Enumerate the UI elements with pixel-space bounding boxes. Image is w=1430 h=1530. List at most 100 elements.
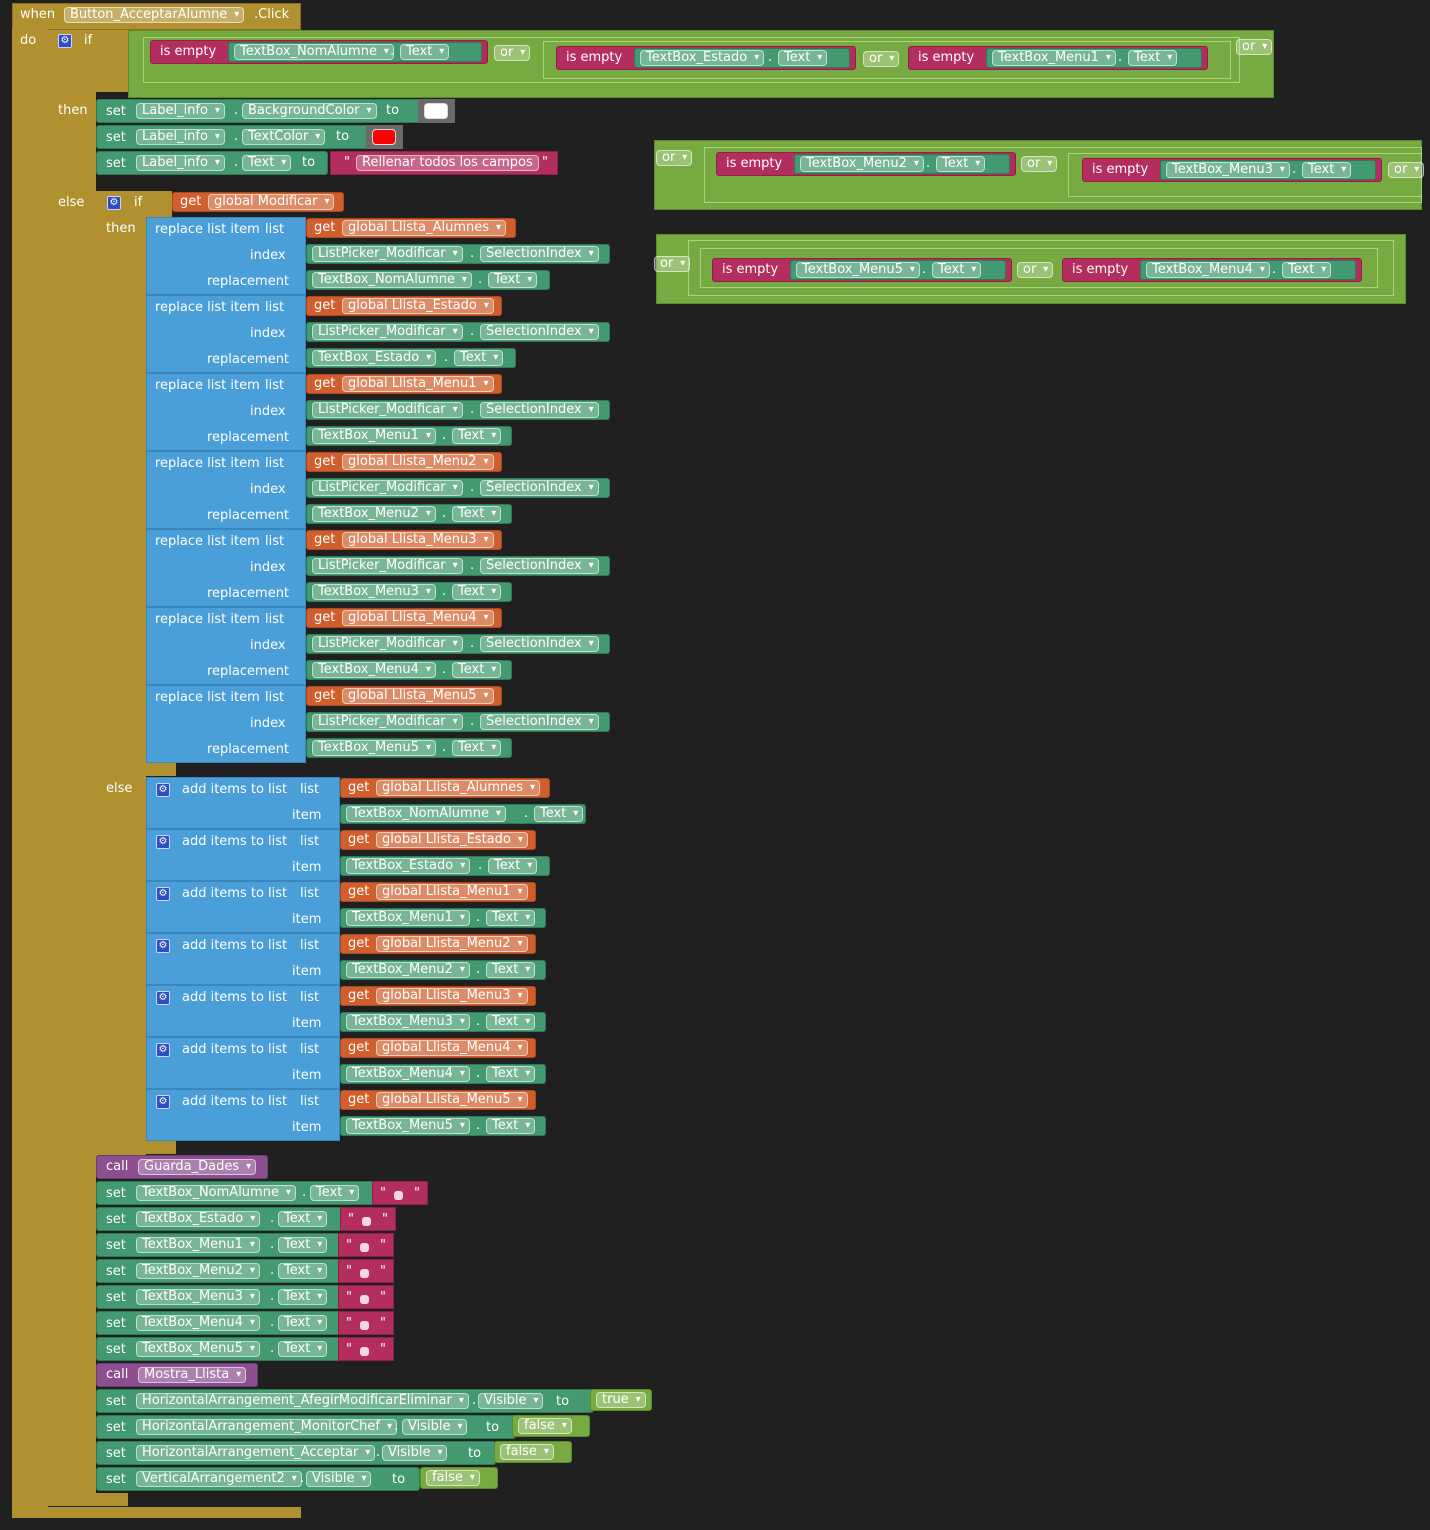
property-dropdown[interactable]: Text bbox=[278, 1289, 328, 1305]
component-dropdown[interactable]: TextBox_Menu5 bbox=[136, 1341, 260, 1357]
add-items-to-list-block[interactable] bbox=[146, 1089, 340, 1141]
event-do-spine[interactable] bbox=[12, 28, 48, 1518]
add-items-to-list-block[interactable] bbox=[146, 777, 340, 829]
property-dropdown[interactable]: SelectionIndex bbox=[480, 636, 599, 652]
component-dropdown[interactable]: TextBox_Menu5 bbox=[796, 262, 920, 278]
property-dropdown[interactable]: Text bbox=[310, 1185, 360, 1201]
variable-dropdown[interactable]: global Llista_Menu4 bbox=[376, 1040, 528, 1056]
property-dropdown[interactable]: SelectionIndex bbox=[480, 558, 599, 574]
component-dropdown[interactable]: TextBox_Menu2 bbox=[800, 156, 924, 172]
or-dropdown[interactable]: or bbox=[1388, 162, 1425, 178]
component-dropdown[interactable]: TextBox_Menu2 bbox=[312, 506, 436, 522]
replace-list-item-block[interactable] bbox=[146, 451, 306, 529]
component-dropdown[interactable]: TextBox_Menu5 bbox=[312, 740, 436, 756]
property-dropdown[interactable]: Text bbox=[452, 506, 502, 522]
component-dropdown[interactable]: TextBox_Menu4 bbox=[312, 662, 436, 678]
component-dropdown[interactable]: TextBox_Menu5 bbox=[346, 1118, 470, 1134]
component-dropdown[interactable]: ListPicker_Modificar bbox=[312, 246, 463, 262]
component-dropdown[interactable]: ListPicker_Modificar bbox=[312, 480, 463, 496]
property-dropdown[interactable]: Text bbox=[486, 962, 536, 978]
mutator-gear-icon[interactable]: ⚙ bbox=[156, 1043, 170, 1057]
add-items-to-list-block[interactable] bbox=[146, 881, 340, 933]
add-items-to-list-block[interactable] bbox=[146, 933, 340, 985]
procedure-dropdown[interactable]: Guarda_Dades bbox=[138, 1159, 257, 1175]
component-dropdown[interactable]: TextBox_NomAlumne bbox=[346, 806, 506, 822]
property-dropdown[interactable]: Text bbox=[534, 806, 584, 822]
property-dropdown[interactable]: Visible bbox=[478, 1393, 544, 1409]
variable-dropdown[interactable]: global Llista_Menu1 bbox=[342, 376, 494, 392]
component-dropdown[interactable]: TextBox_Menu4 bbox=[1146, 262, 1270, 278]
if-block-spine[interactable] bbox=[48, 92, 96, 1505]
component-dropdown[interactable]: TextBox_Menu3 bbox=[1166, 162, 1290, 178]
or-dropdown[interactable]: or bbox=[1236, 39, 1273, 55]
replace-list-item-block[interactable] bbox=[146, 685, 306, 763]
boolean-dropdown[interactable]: false bbox=[426, 1470, 480, 1486]
component-dropdown[interactable]: Label_info bbox=[136, 129, 225, 145]
boolean-dropdown[interactable]: false bbox=[500, 1444, 554, 1460]
property-dropdown[interactable]: Text bbox=[452, 662, 502, 678]
property-dropdown[interactable]: Text bbox=[778, 50, 828, 66]
inner-if-spine[interactable] bbox=[96, 217, 146, 1157]
property-dropdown[interactable]: Text bbox=[1128, 50, 1178, 66]
component-dropdown[interactable]: TextBox_Menu2 bbox=[136, 1263, 260, 1279]
component-dropdown[interactable]: TextBox_Menu3 bbox=[312, 584, 436, 600]
property-dropdown[interactable]: Text bbox=[486, 910, 536, 926]
or-dropdown[interactable]: or bbox=[494, 45, 531, 61]
mutator-gear-icon[interactable]: ⚙ bbox=[58, 34, 72, 48]
variable-dropdown[interactable]: global Llista_Menu3 bbox=[376, 988, 528, 1004]
property-dropdown[interactable]: BackgroundColor bbox=[242, 103, 377, 119]
property-dropdown[interactable]: Text bbox=[278, 1211, 328, 1227]
component-dropdown[interactable]: Label_info bbox=[136, 103, 225, 119]
or-dropdown[interactable]: or bbox=[863, 51, 900, 67]
property-dropdown[interactable]: Visible bbox=[402, 1419, 468, 1435]
component-dropdown[interactable]: TextBox_NomAlumne bbox=[234, 44, 394, 60]
boolean-dropdown[interactable]: false bbox=[518, 1418, 572, 1434]
variable-dropdown[interactable]: global Llista_Menu3 bbox=[342, 532, 494, 548]
component-dropdown[interactable]: VerticalArrangement2 bbox=[136, 1471, 302, 1487]
property-dropdown[interactable]: Text bbox=[278, 1315, 328, 1331]
component-dropdown[interactable]: TextBox_Menu3 bbox=[346, 1014, 470, 1030]
color-swatch[interactable] bbox=[424, 103, 448, 119]
property-dropdown[interactable]: Text bbox=[1282, 262, 1332, 278]
empty-text-block[interactable] bbox=[338, 1233, 394, 1257]
property-dropdown[interactable]: Text bbox=[1302, 162, 1352, 178]
component-dropdown[interactable]: TextBox_Estado bbox=[312, 350, 437, 366]
add-items-to-list-block[interactable] bbox=[146, 1037, 340, 1089]
property-dropdown[interactable]: Text bbox=[454, 350, 504, 366]
property-dropdown[interactable]: SelectionIndex bbox=[480, 480, 599, 496]
procedure-dropdown[interactable]: Mostra_Llista bbox=[138, 1367, 247, 1383]
replace-list-item-block[interactable] bbox=[146, 529, 306, 607]
property-dropdown[interactable]: SelectionIndex bbox=[480, 324, 599, 340]
variable-dropdown[interactable]: global Llista_Menu1 bbox=[376, 884, 528, 900]
component-dropdown[interactable]: HorizontalArrangement_MonitorChef bbox=[136, 1419, 397, 1435]
property-dropdown[interactable]: Text bbox=[932, 262, 982, 278]
mutator-gear-icon[interactable]: ⚙ bbox=[156, 835, 170, 849]
add-items-to-list-block[interactable] bbox=[146, 985, 340, 1037]
property-dropdown[interactable]: SelectionIndex bbox=[480, 714, 599, 730]
property-dropdown[interactable]: Text bbox=[278, 1237, 328, 1253]
property-dropdown[interactable]: Text bbox=[486, 1066, 536, 1082]
component-dropdown[interactable]: TextBox_Menu3 bbox=[136, 1289, 260, 1305]
variable-dropdown[interactable]: global Llista_Estado bbox=[342, 298, 494, 314]
or-dropdown[interactable]: or bbox=[656, 150, 693, 166]
property-dropdown[interactable]: Text bbox=[242, 155, 292, 171]
component-dropdown[interactable]: TextBox_Estado bbox=[640, 50, 765, 66]
replace-list-item-block[interactable] bbox=[146, 607, 306, 685]
component-dropdown[interactable]: TextBox_Menu2 bbox=[346, 962, 470, 978]
property-dropdown[interactable]: Visible bbox=[306, 1471, 372, 1487]
variable-dropdown[interactable]: global Llista_Menu4 bbox=[342, 610, 494, 626]
variable-dropdown[interactable]: global Llista_Alumnes bbox=[342, 220, 507, 236]
color-swatch[interactable] bbox=[372, 129, 396, 145]
property-dropdown[interactable]: Text bbox=[278, 1263, 328, 1279]
replace-list-item-block[interactable] bbox=[146, 295, 306, 373]
event-block-bottom[interactable] bbox=[12, 1507, 301, 1518]
property-dropdown[interactable]: Text bbox=[488, 858, 538, 874]
inner-if-else-end[interactable] bbox=[146, 1140, 176, 1154]
property-dropdown[interactable]: Text bbox=[452, 428, 502, 444]
property-dropdown[interactable]: SelectionIndex bbox=[480, 402, 599, 418]
property-dropdown[interactable]: Text bbox=[936, 156, 986, 172]
mutator-gear-icon[interactable]: ⚙ bbox=[156, 991, 170, 1005]
variable-dropdown[interactable]: global Llista_Menu2 bbox=[376, 936, 528, 952]
component-dropdown[interactable]: Label_info bbox=[136, 155, 225, 171]
